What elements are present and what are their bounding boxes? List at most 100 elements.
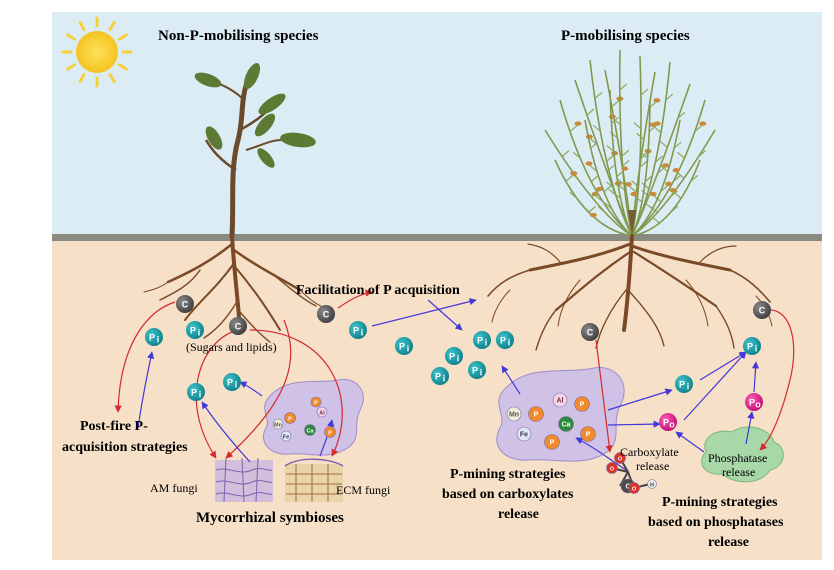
svg-text:P: P: [580, 402, 585, 409]
carbon-atom-icon: C: [229, 317, 247, 335]
svg-text:P: P: [663, 418, 669, 428]
carboxylate-heading-line1: P-mining strategies: [450, 467, 566, 482]
flow-arrows: [114, 289, 795, 471]
svg-text:Al: Al: [319, 411, 325, 417]
mineral-atom-icon: P: [324, 426, 336, 438]
svg-text:P: P: [586, 432, 591, 439]
svg-text:i: i: [480, 368, 483, 378]
mineral-atom-icon: Al: [552, 392, 568, 408]
right-plant-roots: [487, 234, 773, 351]
svg-text:P: P: [550, 440, 555, 447]
svg-text:o: o: [755, 400, 761, 410]
sky-area: [52, 12, 822, 238]
svg-text:C: C: [182, 300, 189, 310]
mycorrhizal-heading: Mycorrhizal symbioses: [196, 510, 344, 526]
carbon-atom-icon: C: [581, 323, 599, 341]
phosphatase-heading-line2: based on phosphatases: [648, 515, 784, 530]
phosphatase-release-line1: Phosphatase: [708, 451, 767, 465]
svg-text:i: i: [485, 338, 488, 348]
mineral-atom-icon: Mn: [506, 406, 522, 422]
mineral-atom-icon: Fe: [516, 426, 532, 442]
right-species-title: P-mobilising species: [561, 28, 690, 44]
am-fungi-label: AM fungi: [150, 481, 198, 495]
mineral-atom-icon: Mn: [272, 418, 284, 430]
carbon-atom-icon: C: [753, 301, 771, 319]
carbon-atom-icon: C: [317, 305, 335, 323]
phosphatase-heading-line1: P-mining strategies: [662, 495, 778, 510]
left-plant-shoot: [194, 63, 316, 239]
carboxylate-release-line2: release: [636, 459, 669, 473]
mineral-atom-icon: H: [647, 479, 657, 489]
svg-text:i: i: [361, 328, 364, 338]
am-fungi-hyphae-icon: [215, 457, 273, 503]
carboxylate-release-line1: Carboxylate: [620, 445, 679, 459]
svg-text:P: P: [149, 333, 155, 343]
svg-text:i: i: [235, 380, 238, 390]
svg-text:P: P: [399, 342, 405, 352]
svg-text:P: P: [449, 352, 455, 362]
svg-text:Fe: Fe: [520, 432, 528, 439]
svg-text:i: i: [443, 374, 446, 384]
ecm-fungi-hyphae-icon: [284, 458, 344, 502]
svg-text:C: C: [587, 328, 594, 338]
phosphatase-release-line2: release: [722, 465, 755, 479]
svg-text:Mn: Mn: [274, 423, 283, 429]
svg-text:H: H: [650, 483, 654, 489]
mineral-atom-icon: P: [574, 396, 590, 412]
left-species-title: Non-P-mobilising species: [158, 28, 319, 44]
svg-text:P: P: [679, 380, 685, 390]
svg-text:P: P: [500, 336, 506, 346]
carboxylate-heading-line2: based on carboxylates: [442, 487, 574, 502]
mineral-atom-icon: P: [544, 434, 560, 450]
svg-text:O: O: [632, 487, 637, 493]
svg-text:C: C: [625, 484, 630, 491]
mineral-atom-icon: P: [528, 406, 544, 422]
svg-text:P: P: [534, 412, 539, 419]
ecm-fungi-label: ECM fungi: [336, 483, 391, 497]
svg-text:Fe: Fe: [283, 435, 289, 441]
mineral-atom-icon: P: [284, 412, 296, 424]
svg-text:P: P: [435, 372, 441, 382]
mineral-atom-icon: Fe: [280, 430, 292, 442]
svg-text:i: i: [508, 338, 511, 348]
svg-text:P: P: [328, 431, 332, 437]
svg-text:i: i: [755, 344, 758, 354]
svg-text:o: o: [669, 420, 675, 430]
mineral-atom-icon: Al: [316, 406, 328, 418]
mineral-atom-icon: P: [310, 396, 322, 408]
mineral-atom-icon: Ca: [558, 416, 574, 432]
svg-text:Ca: Ca: [562, 422, 571, 429]
svg-text:i: i: [157, 335, 160, 345]
svg-text:i: i: [457, 354, 460, 364]
mineral-atom-icon: O: [628, 482, 640, 494]
svg-text:P: P: [191, 388, 197, 398]
phosphatase-enzyme-icon: [701, 426, 784, 483]
ground-line: [52, 234, 822, 241]
mineral-atom-icon: Ca: [304, 424, 316, 436]
svg-text:Mn: Mn: [509, 412, 519, 419]
svg-text:i: i: [198, 328, 201, 338]
svg-text:P: P: [314, 401, 318, 407]
svg-text:P: P: [749, 398, 755, 408]
svg-text:P: P: [190, 326, 196, 336]
svg-text:Ca: Ca: [306, 429, 314, 435]
right-plant-shoot: [544, 49, 716, 237]
svg-text:P: P: [477, 336, 483, 346]
svg-text:P: P: [227, 378, 233, 388]
